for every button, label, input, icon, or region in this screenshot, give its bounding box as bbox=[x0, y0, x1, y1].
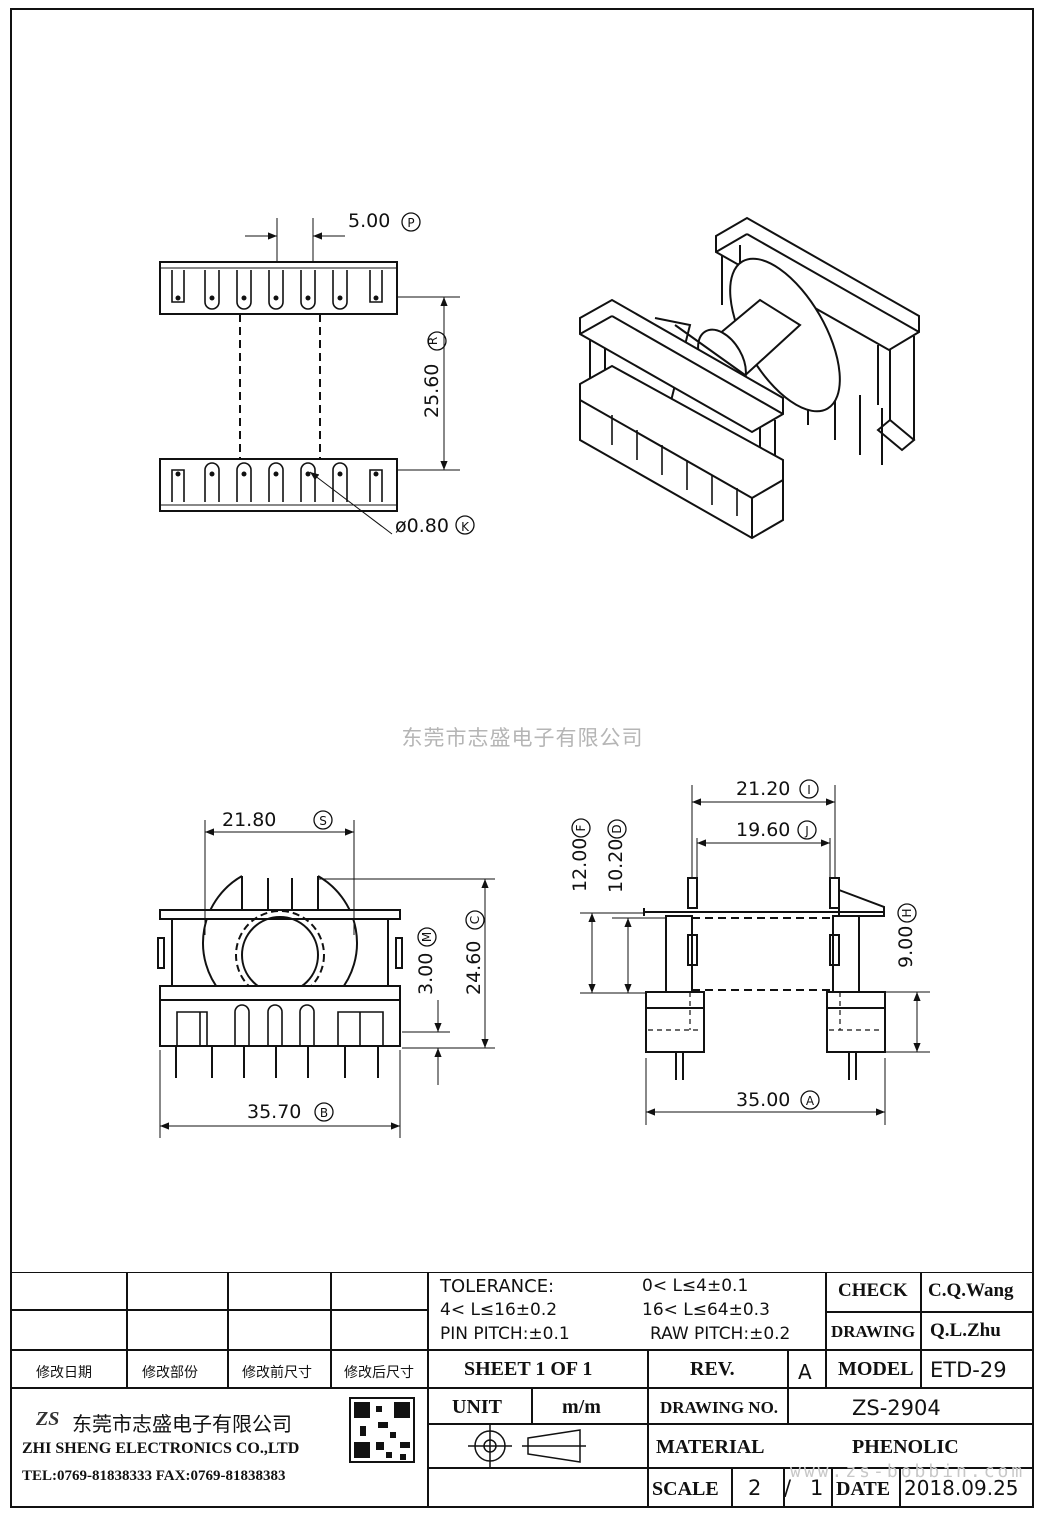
dim-side-outer: 21.20 bbox=[736, 778, 790, 800]
watermark-url: www.zs-bobbin.com bbox=[790, 1461, 1026, 1482]
top-view bbox=[159, 218, 460, 535]
date-value: 2018.09.25 bbox=[904, 1476, 1019, 1500]
dim-tag-s: S bbox=[319, 814, 327, 828]
scale-a: 2 bbox=[748, 1476, 762, 1500]
drawing-value: Q.L.Zhu bbox=[930, 1320, 1001, 1341]
projection-symbol bbox=[468, 1425, 586, 1467]
company-name-cn: 东莞市志盛电子有限公司 bbox=[72, 1412, 292, 1436]
model-value: ETD-29 bbox=[930, 1358, 1007, 1382]
dim-side-h2: 10.20 bbox=[605, 839, 627, 893]
rev-header-date: 修改日期 bbox=[36, 1365, 92, 1381]
dim-side-inner: 19.60 bbox=[736, 819, 790, 841]
dim-front-overall: 35.70 bbox=[247, 1101, 301, 1123]
dim-tag-f: F bbox=[574, 824, 588, 831]
unit-value: m/m bbox=[562, 1396, 601, 1418]
side-view bbox=[580, 785, 930, 1125]
drawing-no-value: ZS-2904 bbox=[852, 1396, 941, 1420]
date-label: DATE bbox=[836, 1478, 891, 1500]
drawing-views: 5.00 P 25.60 R ø0.80 K 21.80 S 24.60 C 3… bbox=[157, 210, 930, 1138]
material-value: PHENOLIC bbox=[852, 1436, 959, 1458]
sheet-info: SHEET 1 OF 1 bbox=[464, 1358, 593, 1380]
rev-header-before: 修改前尺寸 bbox=[242, 1365, 312, 1381]
tolerance-5: RAW PITCH:±0.2 bbox=[650, 1324, 791, 1344]
rev-label: REV. bbox=[690, 1358, 735, 1380]
check-label: CHECK bbox=[838, 1280, 908, 1301]
dim-top-height: 25.60 bbox=[421, 364, 443, 418]
unit-label: UNIT bbox=[452, 1396, 503, 1418]
dim-tag-j: J bbox=[804, 824, 809, 838]
dim-tag-d: D bbox=[610, 824, 624, 833]
rev-value: A bbox=[798, 1360, 812, 1384]
dim-tag-h: H bbox=[900, 908, 914, 917]
rev-header-part: 修改部份 bbox=[142, 1365, 198, 1381]
dim-tag-p: P bbox=[407, 216, 414, 230]
dim-tag-m: M bbox=[420, 932, 434, 942]
dim-tag-b: B bbox=[320, 1106, 328, 1120]
tolerance-4: PIN PITCH:±0.1 bbox=[440, 1324, 570, 1344]
qr-code bbox=[349, 1397, 415, 1463]
scale-b: 1 bbox=[810, 1476, 824, 1500]
company-name-en: ZHI SHENG ELECTRONICS CO.,LTD bbox=[22, 1440, 300, 1457]
tolerance-3: 16< L≤64±0.3 bbox=[642, 1300, 770, 1320]
front-view bbox=[157, 820, 495, 1138]
dim-pin-dia: ø0.80 bbox=[395, 515, 449, 537]
title-block: TOLERANCE: 0< L≤4±0.1 4< L≤16±0.2 16< L≤… bbox=[10, 1272, 1034, 1508]
check-value: C.Q.Wang bbox=[928, 1280, 1014, 1301]
dim-tag-i: I bbox=[807, 783, 811, 797]
model-label: MODEL bbox=[838, 1358, 914, 1380]
dim-side-h3: 9.00 bbox=[895, 926, 917, 968]
dim-side-overall: 35.00 bbox=[736, 1089, 790, 1111]
company-logo: ZS bbox=[36, 1408, 60, 1430]
iso-view bbox=[579, 216, 920, 540]
company-contact: TEL:0769-81838333 FAX:0769-81838383 bbox=[22, 1468, 286, 1484]
rev-header-after: 修改后尺寸 bbox=[344, 1365, 414, 1381]
scale-label: SCALE bbox=[652, 1478, 719, 1500]
dim-tag-c: C bbox=[468, 916, 482, 924]
drawing-label: DRAWING bbox=[831, 1322, 916, 1341]
dim-front-height: 24.60 bbox=[463, 941, 485, 995]
dim-front-pin: 3.00 bbox=[415, 953, 437, 995]
title-block-grid bbox=[10, 1272, 1034, 1508]
dim-tag-r: R bbox=[426, 337, 440, 345]
tolerance-2: 4< L≤16±0.2 bbox=[440, 1300, 558, 1320]
dim-side-h1: 12.00 bbox=[569, 838, 591, 892]
dim-top-pitch: 5.00 bbox=[348, 210, 390, 232]
dim-front-width: 21.80 bbox=[222, 809, 276, 831]
dim-tag-k: K bbox=[461, 520, 470, 534]
watermark-company: 东莞市志盛电子有限公司 bbox=[401, 726, 644, 750]
tolerance-label: TOLERANCE: bbox=[440, 1276, 555, 1297]
tolerance-1: 0< L≤4±0.1 bbox=[642, 1276, 749, 1296]
dim-tag-a: A bbox=[806, 1094, 815, 1108]
scale-sep: / bbox=[784, 1476, 792, 1500]
drawing-frame bbox=[10, 8, 1034, 1508]
material-label: MATERIAL bbox=[656, 1436, 765, 1458]
drawing-no-label: DRAWING NO. bbox=[660, 1398, 779, 1417]
